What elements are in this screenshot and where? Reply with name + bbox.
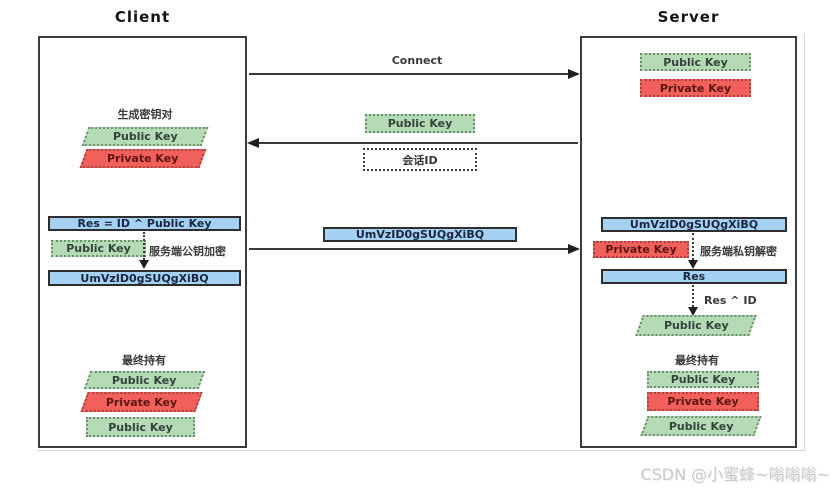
server-decrypt-key-label: Private Key — [605, 243, 677, 256]
client-final-public-key-label: Public Key — [112, 373, 177, 387]
server-final-private-key-chip: Private Key — [647, 392, 759, 411]
client-generated-public-key-chip: Public Key — [81, 127, 209, 146]
right-divider-line — [804, 33, 805, 451]
cipher-send-arrow — [249, 244, 580, 254]
server-res-bar: Res — [601, 269, 787, 284]
client-res-formula-bar: Res = ID ^ Public Key — [48, 216, 241, 231]
server-cipher-label: UmVzID0gSUQgXiBQ — [629, 218, 759, 231]
server-final-private-key-label: Private Key — [667, 395, 739, 408]
client-encrypt-note: 服务端公钥加密 — [149, 245, 226, 258]
server-decrypt-note: 服务端私钥解密 — [700, 245, 777, 258]
server-own-private-key-chip: Private Key — [640, 79, 751, 97]
client-final-server-public-key-label: Public Key — [108, 420, 173, 434]
client-encrypt-key-label: Public Key — [66, 242, 131, 255]
client-cipher-label: UmVzID0gSUQgXiBQ — [80, 271, 209, 285]
bottom-divider-line — [38, 450, 806, 451]
server-final-client-public-key-label: Public Key — [668, 419, 734, 433]
server-derived-public-key-label: Public Key — [663, 319, 729, 332]
server-final-client-public-key-chip: Public Key — [640, 416, 762, 436]
csdn-watermark: CSDN @小蜜蜂~嗡嗡嗡~ — [640, 465, 830, 484]
public-key-message-label: Public Key — [387, 117, 453, 130]
public-key-message-chip: Public Key — [365, 114, 475, 133]
server-decrypt-arrow — [688, 233, 698, 269]
client-res-formula-label: Res = ID ^ Public Key — [77, 217, 212, 230]
server-derived-public-key-chip: Public Key — [635, 315, 757, 336]
client-final-private-key-chip: Private Key — [80, 392, 203, 412]
server-own-public-key-chip: Public Key — [640, 53, 751, 71]
cipher-message-bar: UmVzID0gSUQgXiBQ — [323, 227, 517, 242]
client-final-server-public-key-chip: Public Key — [86, 417, 195, 437]
client-final-public-key-chip: Public Key — [83, 371, 206, 389]
server-own-public-key-label: Public Key — [663, 55, 728, 69]
server-final-public-key-label: Public Key — [670, 373, 736, 386]
client-cipher-bar: UmVzID0gSUQgXiBQ — [48, 270, 241, 286]
client-encrypt-key-chip: Public Key — [51, 240, 146, 257]
client-generated-public-key-label: Public Key — [112, 130, 178, 143]
session-id-label: 会话ID — [402, 153, 438, 167]
client-keygen-label: 生成密钥对 — [117, 108, 173, 121]
server-title: Server — [657, 8, 720, 26]
client-final-label: 最终持有 — [122, 354, 166, 367]
server-verify-arrow — [688, 285, 698, 316]
client-encrypt-arrow — [139, 232, 149, 269]
client-generated-private-key-label: Private Key — [107, 152, 179, 165]
server-res-label: Res — [682, 270, 706, 283]
session-id-box: 会话ID — [363, 148, 477, 171]
connect-message-label: Connect — [391, 54, 443, 67]
server-final-public-key-chip: Public Key — [647, 371, 759, 388]
server-own-private-key-label: Private Key — [659, 81, 732, 95]
client-title: Client — [114, 8, 171, 26]
cipher-message-label: UmVzID0gSUQgXiBQ — [355, 228, 485, 241]
public-key-return-arrow — [247, 138, 578, 148]
server-verify-note: Res ^ ID — [704, 294, 757, 307]
server-final-label: 最终持有 — [675, 354, 719, 367]
server-decrypt-key-chip: Private Key — [593, 241, 689, 258]
server-cipher-bar: UmVzID0gSUQgXiBQ — [601, 217, 787, 232]
client-final-private-key-label: Private Key — [105, 395, 178, 409]
connect-arrow — [249, 69, 580, 79]
client-generated-private-key-chip: Private Key — [79, 149, 207, 168]
